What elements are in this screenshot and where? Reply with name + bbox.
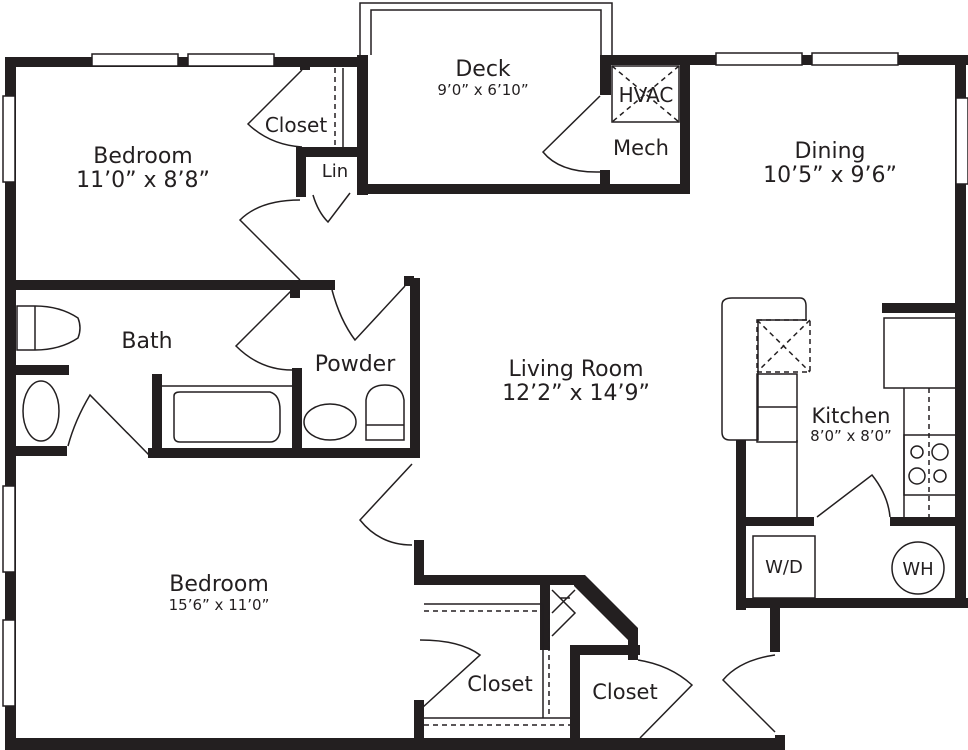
- room-label-closet-2: Closet: [467, 672, 533, 696]
- room-label-bedroom-2: Bedroom 15’6” x 11’0”: [168, 572, 270, 615]
- windows: [2, 52, 968, 707]
- room-label-dining: Dining 10’5” x 9’6”: [763, 139, 897, 189]
- room-label-living: Living Room 12’2” x 14’9”: [502, 357, 650, 407]
- walls: [5, 55, 968, 750]
- room-label-wd: W/D: [765, 557, 803, 578]
- deck-rail: [359, 2, 613, 55]
- room-label-closet-3: Closet: [592, 680, 658, 704]
- doors: [67, 69, 891, 739]
- room-label-deck: Deck 9’0” x 6’10”: [437, 57, 529, 100]
- room-label-linen: Lin: [321, 161, 349, 182]
- room-label-hvac: HVAC: [618, 83, 674, 107]
- room-label-powder: Powder: [314, 352, 396, 377]
- room-label-closet-1: Closet: [264, 113, 328, 137]
- room-label-kitchen: Kitchen 8’0” x 8’0”: [810, 404, 892, 446]
- room-label-bath: Bath: [121, 329, 173, 354]
- fixtures: [16, 65, 957, 726]
- room-label-mech: Mech: [613, 136, 669, 160]
- room-label-bedroom-1: Bedroom 11’0” x 8’8”: [76, 144, 210, 194]
- room-label-wh: WH: [902, 559, 934, 580]
